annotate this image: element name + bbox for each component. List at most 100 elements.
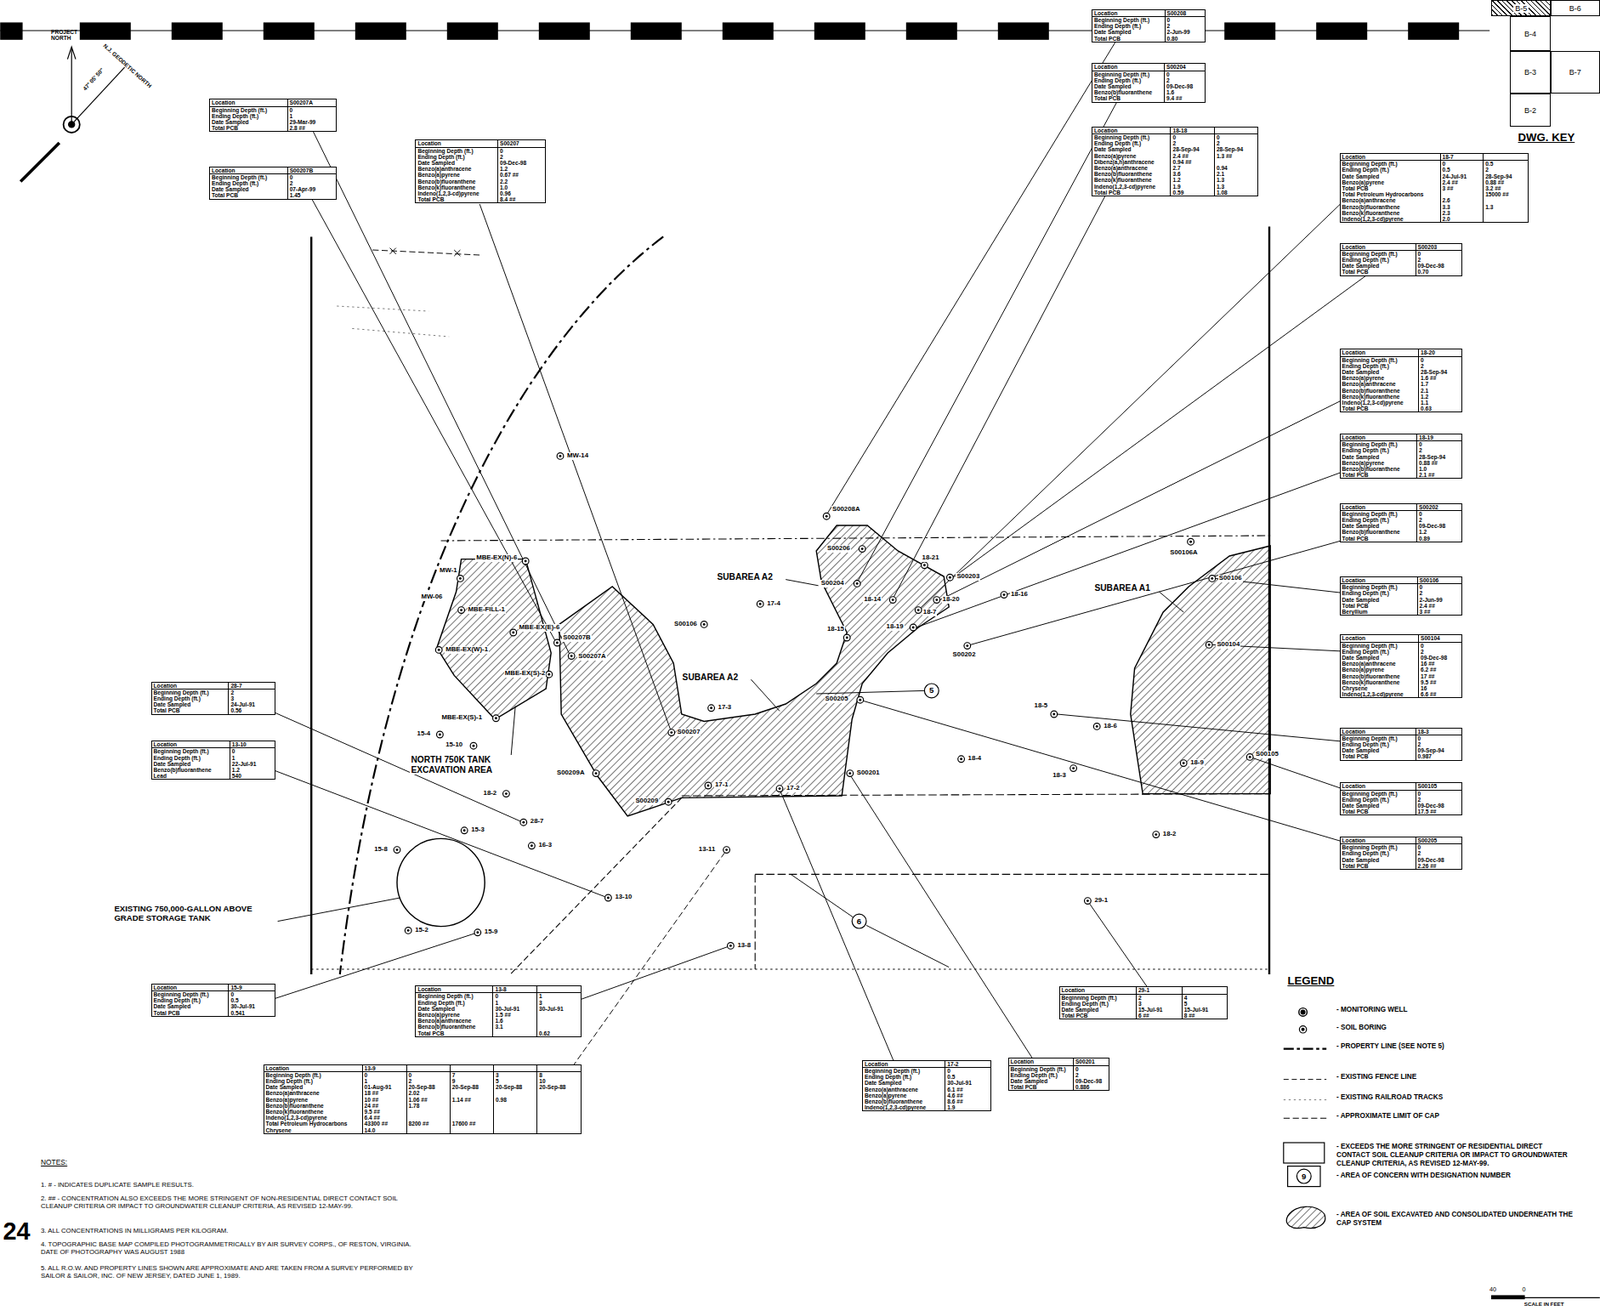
sample-id: 13-8 xyxy=(736,941,752,950)
table-cell: Ending Depth (ft.) xyxy=(1340,256,1417,263)
map-linework xyxy=(827,30,1123,514)
sample-data-table: LocationS00203Beginning Depth (ft.)0Endi… xyxy=(1339,243,1464,277)
sample-id: MW-06 xyxy=(419,593,443,602)
table-cell: 09-Dec-98 xyxy=(1416,802,1463,809)
map-linework xyxy=(1283,1048,1327,1050)
table-cell: 1 xyxy=(537,992,581,999)
table-cell: 4.6 ## xyxy=(945,1092,991,1099)
sample-id: S00106 xyxy=(1218,574,1243,583)
table-cell: Beginning Depth (ft.) xyxy=(1340,510,1418,517)
map-linework xyxy=(470,742,477,749)
sample-id: 18-9 xyxy=(1189,759,1205,767)
map-linework xyxy=(889,596,897,604)
table-cell: 0 xyxy=(1073,1066,1109,1073)
map-linework xyxy=(703,623,706,626)
table-cell: Total PCB xyxy=(1009,1083,1074,1090)
map-linework xyxy=(912,626,915,630)
map-linework xyxy=(858,698,862,702)
soil-boring-symbol xyxy=(921,561,929,569)
sample-id: S00202 xyxy=(952,651,977,659)
table-cell: Indeno(1,2,3-cd)pyrene xyxy=(1340,215,1442,222)
map-linework xyxy=(959,757,963,761)
map-linework xyxy=(843,634,851,642)
hatched-excavation-areas xyxy=(436,525,1271,817)
table-cell: 2 xyxy=(1417,516,1462,523)
table-cell: 0.5 xyxy=(1441,166,1485,173)
map-linework xyxy=(390,248,461,257)
table-cell: 29-Mar-99 xyxy=(288,119,336,125)
map-linework xyxy=(1086,899,1090,903)
map-linework xyxy=(1301,1027,1305,1031)
table-cell: 9.5 ## xyxy=(1418,679,1462,686)
table-cell: 43300 ## xyxy=(363,1120,408,1127)
table-cell: Benzo(k)fluoranthene xyxy=(1340,393,1419,400)
map-linework xyxy=(1154,833,1158,836)
table-cell: 10 ## xyxy=(363,1096,408,1103)
map-linework xyxy=(964,642,971,650)
table-cell: Benzo(k)fluoranthene xyxy=(415,184,499,191)
table-cell: 0.5 xyxy=(1483,160,1528,167)
table-cell: S00207 xyxy=(498,140,545,148)
map-linework xyxy=(524,560,528,563)
legend-title: LEGEND xyxy=(1287,974,1334,988)
legend-entry: - APPROXIMATE LIMIT OF CAP xyxy=(1336,1112,1577,1121)
table-cell: 0 xyxy=(1416,844,1463,851)
table-cell: Benzo(k)fluoranthene xyxy=(1092,176,1171,183)
map-linework xyxy=(474,929,482,937)
sample-markers xyxy=(393,453,1254,950)
map-linework xyxy=(780,791,898,1072)
soil-boring-symbol xyxy=(708,704,715,712)
area-label: SUBAREA A2 xyxy=(715,572,773,583)
table-cell: 1.14 ## xyxy=(450,1096,494,1103)
map-linework xyxy=(528,842,536,850)
table-cell: 0 xyxy=(1165,17,1205,23)
table-cell: 0.59 xyxy=(1170,189,1215,196)
sample-id: 18-2 xyxy=(1162,830,1178,839)
table-cell: Location xyxy=(152,682,230,690)
table-cell: 0.94 xyxy=(1214,164,1258,171)
table-cell: 1 xyxy=(363,1078,408,1084)
soil-boring-symbol xyxy=(460,827,468,835)
table-cell: 1.2 xyxy=(1170,176,1215,183)
table-cell: 3 xyxy=(1136,1000,1183,1007)
table-cell: Total PCB xyxy=(209,192,289,199)
table-cell: 0.94 ## xyxy=(1170,158,1215,165)
sample-id: MW-1 xyxy=(438,567,459,575)
table-cell: Total PCB xyxy=(1340,753,1417,760)
table-cell: 0.89 xyxy=(1417,535,1462,542)
table-cell: Location xyxy=(1340,349,1419,357)
map-linework xyxy=(1300,1009,1305,1015)
table-cell: Benzo(a)pyrene xyxy=(1340,374,1419,381)
map-linework xyxy=(595,771,598,775)
map-linework xyxy=(504,792,508,795)
map-linework xyxy=(1407,22,1459,40)
empty-cell xyxy=(537,1017,581,1024)
sample-data-table: Location18-20Beginning Depth (ft.)0Endin… xyxy=(1339,348,1464,413)
soil-boring-symbol xyxy=(1180,760,1187,767)
table-cell: 1.3 xyxy=(1214,183,1258,190)
map-linework xyxy=(669,731,673,734)
table-cell: 2.2 xyxy=(498,178,545,185)
table-cell: 1.0 xyxy=(498,184,545,191)
map-linework xyxy=(1248,755,1252,759)
table-cell: Benzo(b)fluoranthene xyxy=(1092,170,1171,177)
table-cell: Location xyxy=(1340,728,1417,736)
table-cell: Total Petroleum Hydrocarbons xyxy=(264,1120,364,1127)
sample-id: MW-14 xyxy=(566,452,590,460)
area-label: NORTH 750K TANK EXCAVATION AREA xyxy=(409,754,519,775)
map-linework xyxy=(759,602,762,606)
soil-boring-symbol xyxy=(846,770,854,778)
map-linework xyxy=(472,744,476,748)
map-linework xyxy=(438,733,442,737)
sample-id: S00201 xyxy=(856,769,881,778)
table-cell: 2 xyxy=(1164,77,1205,84)
map-linework xyxy=(856,696,864,704)
sample-id: 15-4 xyxy=(416,730,432,738)
empty-cell xyxy=(1483,153,1528,161)
map-linework xyxy=(933,596,941,604)
table-cell: Ending Depth (ft.) xyxy=(1092,77,1165,84)
soil-boring-symbol xyxy=(1070,765,1078,772)
table-cell: 3.3 xyxy=(1441,204,1485,210)
map-linework xyxy=(79,22,131,40)
table-cell: 0 xyxy=(1417,441,1462,448)
